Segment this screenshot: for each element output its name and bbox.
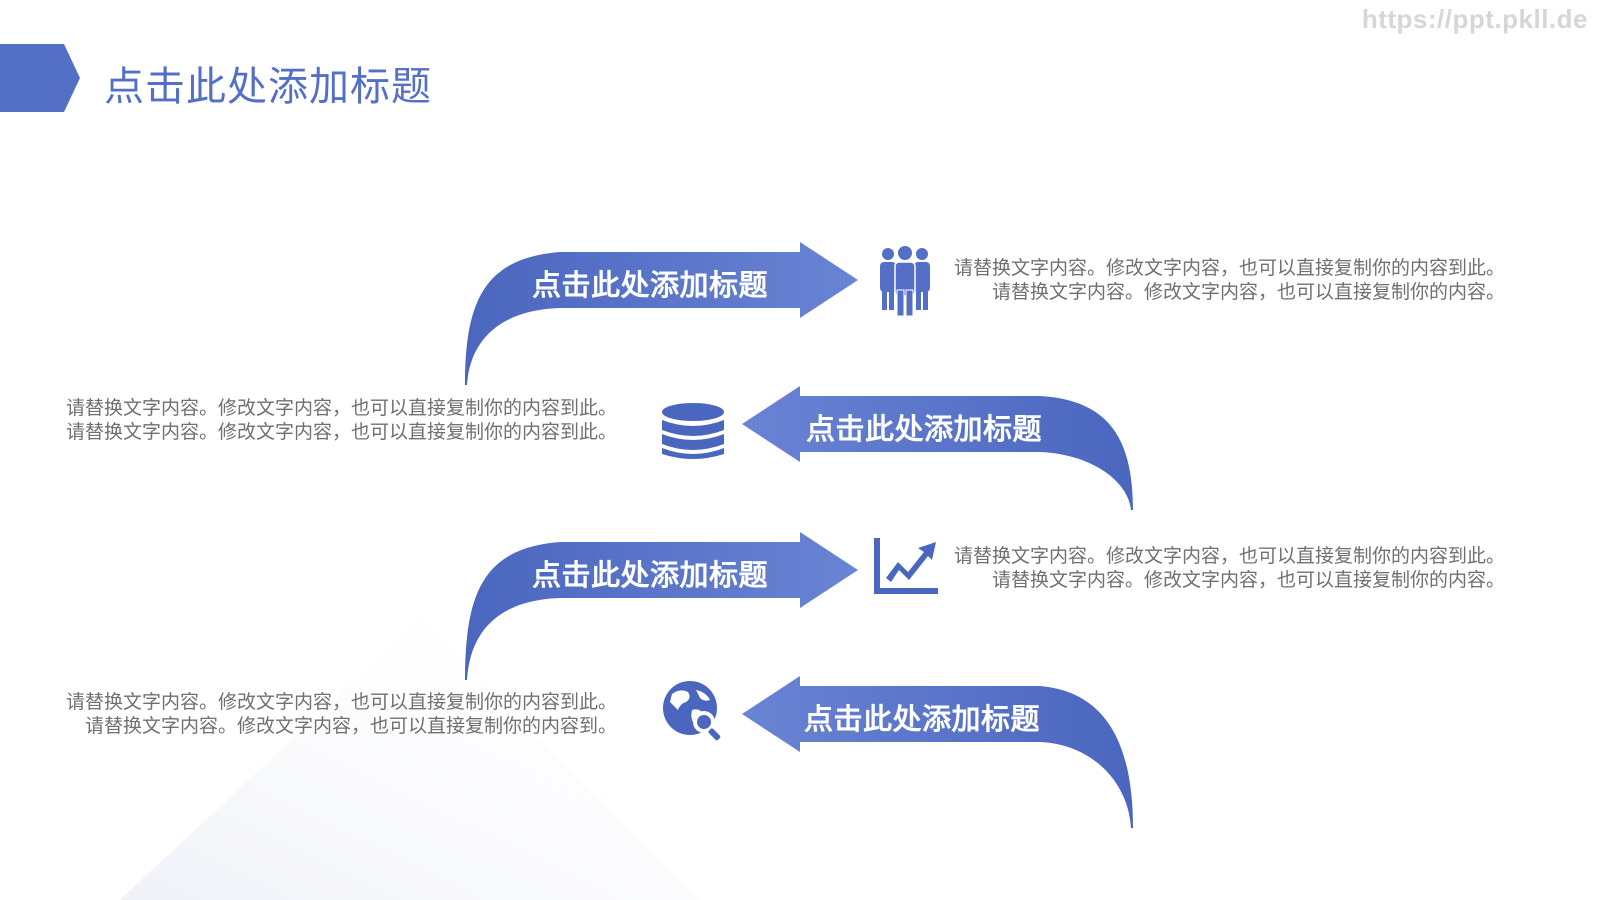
step-1-description: 请替换文字内容。修改文字内容，也可以直接复制你的内容到此。 请替换文字内容。修改… bbox=[954, 256, 1505, 304]
people-group-icon bbox=[880, 246, 930, 317]
step-3-title: 点击此处添加标题 bbox=[532, 558, 769, 592]
globe-search-icon bbox=[663, 681, 721, 741]
step-4-text-line-2: 请替换文字内容。修改文字内容，也可以直接复制你的内容到。 bbox=[85, 715, 618, 737]
step-2-text-line-1: 请替换文字内容。修改文字内容，也可以直接复制你的内容到此。 bbox=[66, 397, 618, 419]
step-1-text-line-2: 请替换文字内容。修改文字内容，也可以直接复制你的内容。 bbox=[992, 281, 1506, 303]
step-4-title: 点击此处添加标题 bbox=[804, 702, 1041, 736]
flow-arrow-2 bbox=[742, 386, 1133, 510]
flow-arrow-1 bbox=[465, 242, 858, 385]
flow-arrow-3 bbox=[465, 532, 858, 680]
step-4-text-line-1: 请替换文字内容。修改文字内容，也可以直接复制你的内容到此。 bbox=[66, 691, 618, 713]
flow-arrow-4 bbox=[742, 676, 1133, 828]
step-2-text-line-2: 请替换文字内容。修改文字内容，也可以直接复制你的内容到此。 bbox=[66, 421, 618, 443]
step-3-description: 请替换文字内容。修改文字内容，也可以直接复制你的内容到此。 请替换文字内容。修改… bbox=[954, 544, 1505, 592]
step-2-description: 请替换文字内容。修改文字内容，也可以直接复制你的内容到此。 请替换文字内容。修改… bbox=[66, 396, 617, 444]
database-icon bbox=[662, 403, 724, 459]
step-3-text-line-1: 请替换文字内容。修改文字内容，也可以直接复制你的内容到此。 bbox=[954, 545, 1506, 567]
step-4-description: 请替换文字内容。修改文字内容，也可以直接复制你的内容到此。 请替换文字内容。修改… bbox=[66, 690, 617, 738]
step-2-title: 点击此处添加标题 bbox=[806, 412, 1043, 446]
step-1-title: 点击此处添加标题 bbox=[532, 268, 769, 302]
title-accent-tab bbox=[0, 44, 80, 112]
step-3-text-line-2: 请替换文字内容。修改文字内容，也可以直接复制你的内容。 bbox=[992, 569, 1506, 591]
page-title: 点击此处添加标题 bbox=[104, 64, 432, 110]
step-1-text-line-1: 请替换文字内容。修改文字内容，也可以直接复制你的内容到此。 bbox=[954, 257, 1506, 279]
line-chart-icon bbox=[874, 538, 938, 594]
watermark-url: https://ppt.pkll.de bbox=[1361, 4, 1588, 34]
